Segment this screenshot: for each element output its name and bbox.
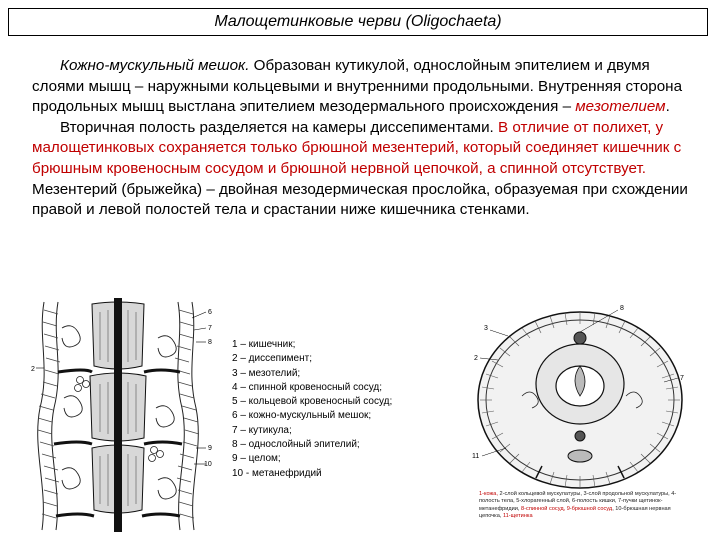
caption-part: 2-слой кольцевой мускулатуры,	[499, 491, 582, 497]
paragraph-1-text: Образован кутикулой, однослойным эпители…	[32, 57, 683, 116]
right-fig-label-3: 3	[484, 325, 488, 332]
caption-part: 11-щетинка	[502, 513, 533, 520]
paragraph-2-tail: Мезентерий (брыжейка) – двойная мезодерм…	[32, 180, 688, 219]
paragraph-2: Вторичная полость разделяется на камеры …	[32, 118, 704, 221]
caption-part: 3-слой продольной мускулатуры, 4-полость…	[479, 491, 677, 512]
legend-item: 8 – однослойный эпителий;	[232, 439, 360, 451]
body-text: Кожно-мускульный мешок. Образован кутику…	[32, 56, 704, 221]
legend-item: 3 – мезотелий;	[232, 367, 301, 379]
longitudinal-section-figure: 6 7 8 2 9 10	[30, 298, 220, 532]
legend-item: 4 – спинной кровеносный сосуд;	[232, 381, 383, 393]
right-figure-caption: 1-кожа, 2-слой кольцевой мускулатуры, 3-…	[479, 491, 691, 521]
cross-section-figure: 8 3 2 7 11	[468, 300, 694, 536]
legend-item: 6 – кожно-мускульный мешок;	[232, 410, 372, 422]
left-fig-label-2: 2	[31, 366, 35, 373]
left-fig-label-10: 10	[204, 461, 212, 468]
right-fig-label-7: 7	[680, 375, 684, 382]
legend-item: 9 – целом;	[232, 453, 281, 465]
legend-item: 1 – кишечник;	[232, 339, 296, 350]
left-fig-label-8: 8	[208, 339, 212, 346]
right-fig-label-11: 11	[472, 453, 479, 460]
paragraph-1: Кожно-мускульный мешок. Образован кутику…	[32, 56, 704, 118]
legend-item: 7 – кутикула;	[232, 424, 292, 436]
legend-item: 2 – диссепимент;	[232, 353, 312, 365]
left-fig-label-6: 6	[208, 309, 212, 316]
caption-part: 1-кожа,	[479, 491, 500, 497]
left-fig-label-9: 9	[208, 445, 212, 452]
legend-item: 5 – кольцевой кровеносный сосуд;	[232, 396, 393, 408]
left-fig-label-7: 7	[208, 325, 212, 332]
slide-title: Малощетинковые черви (Oligochaeta)	[8, 8, 708, 36]
caption-part: 8-спинной сосуд, 9-брюшной сосуд	[521, 505, 613, 512]
caption-part: , 10-брюшная нервная цепочка,	[479, 505, 671, 520]
paragraph-1-end: .	[665, 98, 670, 116]
figure-legend: 1 – кишечник; 2 – диссепимент; 3 – мезот…	[232, 338, 392, 481]
paragraph-2-text: Вторичная полость разделяется на камеры …	[60, 118, 498, 136]
right-fig-label-8: 8	[620, 305, 624, 312]
term-mesothelium: мезотелием	[575, 98, 666, 116]
term-body-wall: Кожно-мускульный мешок.	[60, 57, 250, 74]
right-fig-label-2: 2	[474, 355, 478, 362]
legend-item: 10 - метанефридий	[232, 467, 322, 479]
paragraph-2-highlight: В отличие от полихет, у малощетинковых с…	[32, 118, 682, 177]
